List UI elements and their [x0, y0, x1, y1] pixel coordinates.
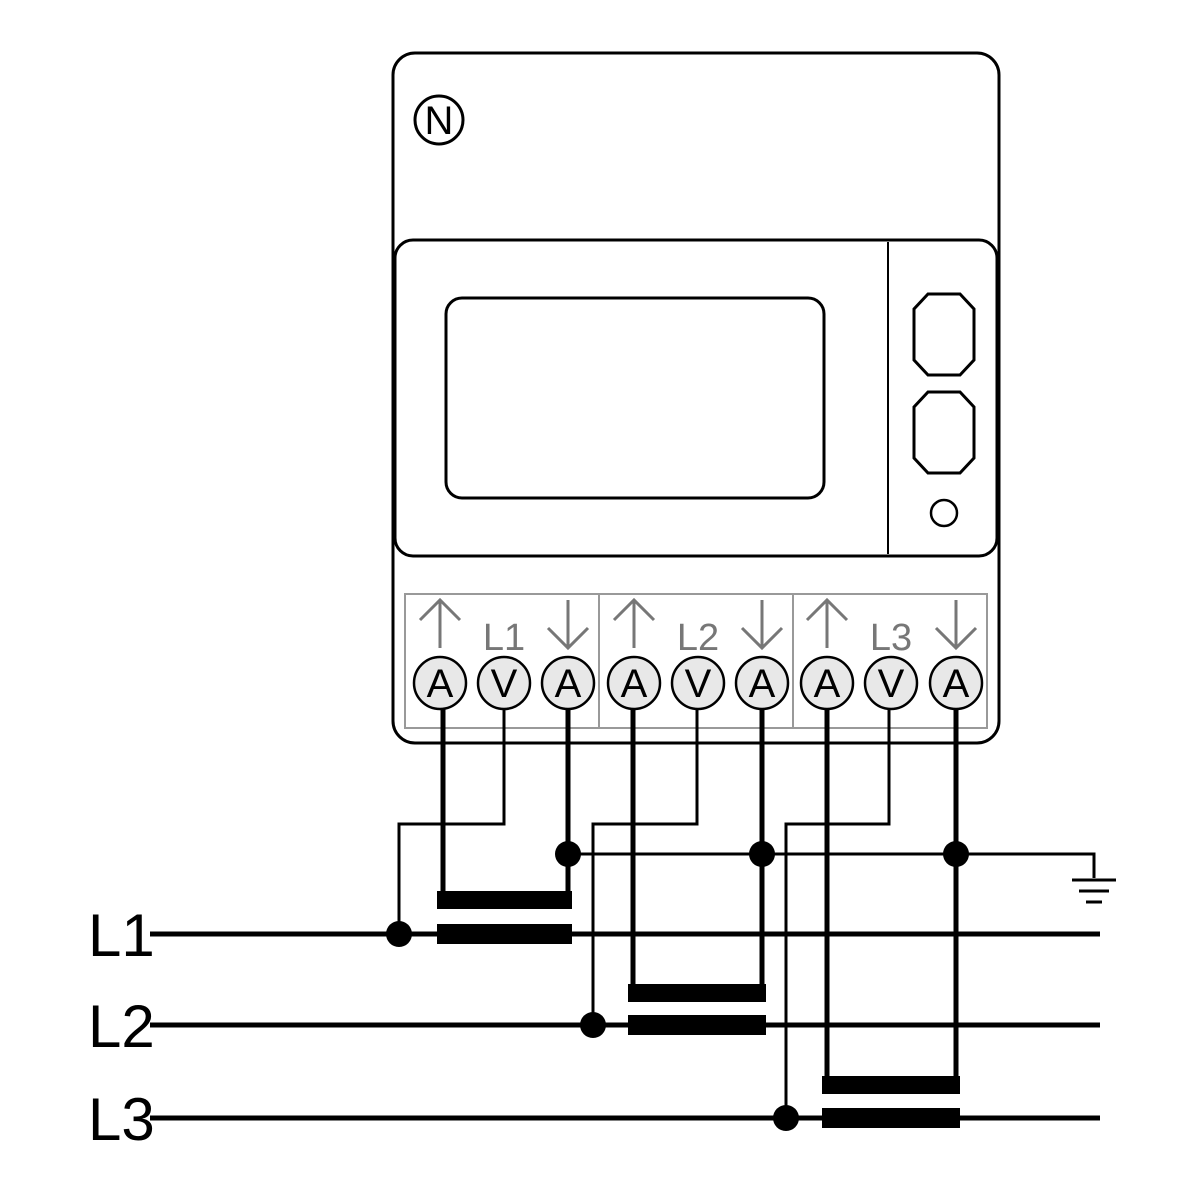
terminal-4 — [606, 655, 662, 711]
display-screen — [444, 296, 826, 500]
phase-label-2: L2 — [677, 617, 719, 659]
line-label-l3: L3 — [88, 1086, 155, 1153]
terminal-8 — [863, 655, 919, 711]
ct-l2-lower — [628, 1015, 766, 1035]
terminal-label: A — [814, 662, 841, 706]
terminal-label: V — [685, 662, 712, 706]
junction-l3 — [773, 1105, 799, 1131]
wire-l2-voltage — [591, 708, 699, 1025]
line-label-l2: L2 — [88, 993, 155, 1060]
wire-l1-voltage — [397, 708, 506, 934]
ground-icon — [1072, 878, 1116, 904]
neutral-symbol: N — [425, 99, 454, 143]
button-bottom[interactable] — [912, 390, 976, 475]
junction-l2 — [580, 1012, 606, 1038]
ct-l1-upper — [437, 891, 572, 909]
terminal-labels: A V A A V A A V A — [427, 662, 970, 706]
phase-label-3: L3 — [870, 617, 912, 659]
terminal-5 — [670, 655, 726, 711]
wiring — [150, 708, 1100, 1121]
terminal-6 — [734, 655, 790, 711]
ct-l1-lower — [437, 924, 572, 944]
terminal-markings — [418, 597, 978, 651]
terminal-label: V — [878, 662, 905, 706]
current-transformers — [437, 891, 960, 1128]
terminal-label: A — [427, 662, 454, 706]
junction-neutral-2 — [749, 841, 775, 867]
arrow-up-icon — [612, 597, 656, 648]
ct-l3-upper — [822, 1076, 960, 1094]
button-top[interactable] — [912, 292, 976, 377]
arrow-up-icon — [805, 597, 849, 648]
wire-l3-voltage — [784, 708, 891, 1118]
arrow-up-icon — [418, 597, 462, 648]
terminal-9 — [928, 655, 984, 711]
ct-l2-upper — [628, 984, 766, 1002]
junctions — [386, 841, 969, 1131]
junction-neutral-1 — [555, 841, 581, 867]
neutral-symbol-circle — [413, 94, 465, 146]
terminals — [412, 655, 984, 711]
wire-l3-current — [824, 708, 959, 1088]
ct-l3-lower — [822, 1108, 960, 1128]
terminal-label: A — [943, 662, 970, 706]
terminal-label: A — [555, 662, 582, 706]
neutral-bus — [568, 852, 1096, 878]
arrow-down-icon — [740, 600, 784, 651]
line-label-l1: L1 — [88, 902, 155, 969]
terminal-label: V — [491, 662, 518, 706]
status-led — [929, 498, 959, 528]
arrow-down-icon — [934, 600, 978, 651]
terminal-label: A — [749, 662, 776, 706]
terminal-label: A — [621, 662, 648, 706]
terminal-1 — [412, 655, 468, 711]
arrow-down-icon — [546, 600, 590, 651]
phase-label-1: L1 — [483, 617, 525, 659]
terminal-3 — [540, 655, 596, 711]
junction-l1 — [386, 921, 412, 947]
junction-neutral-3 — [943, 841, 969, 867]
terminal-7 — [799, 655, 855, 711]
terminal-2 — [476, 655, 532, 711]
